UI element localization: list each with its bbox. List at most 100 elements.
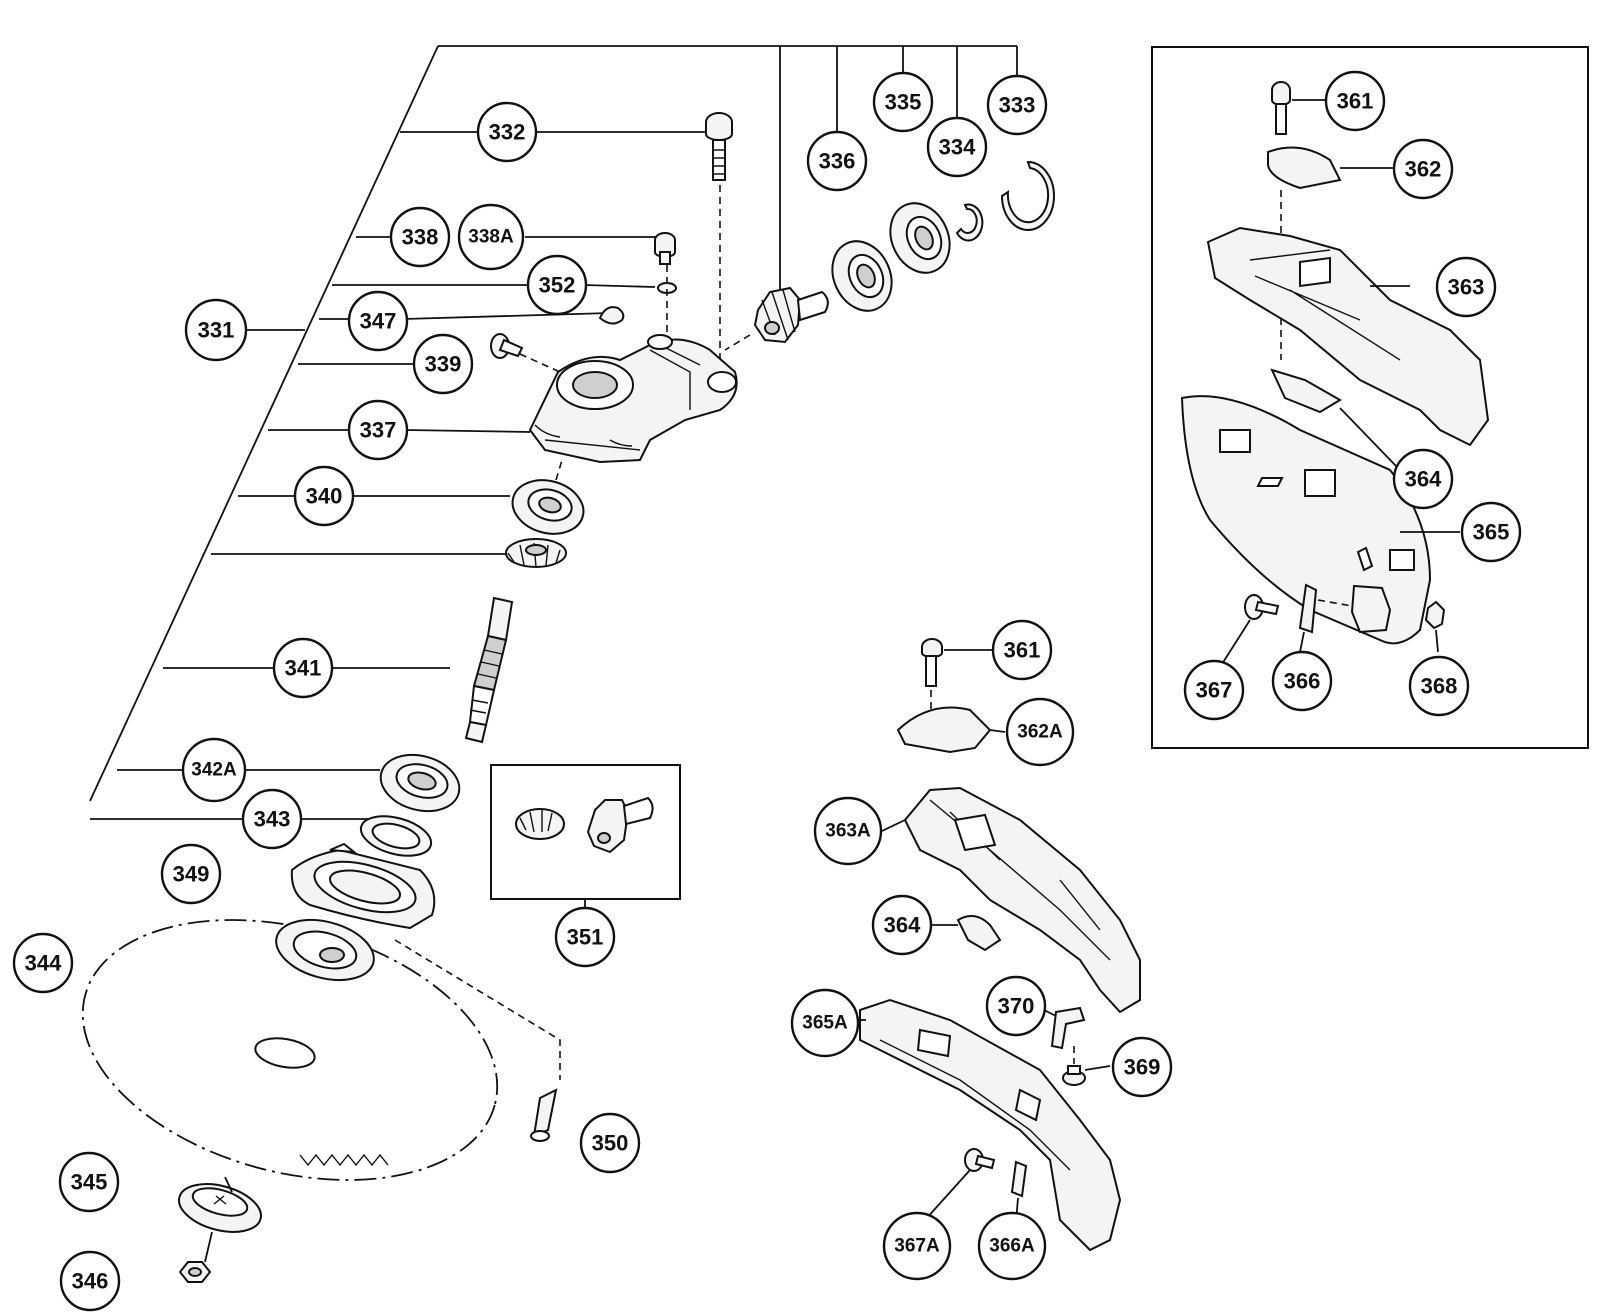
pinion-gear xyxy=(724,286,829,351)
callout-336: 336 xyxy=(806,130,868,192)
bearing-335 xyxy=(889,202,951,274)
callout-365: 365 xyxy=(1460,501,1522,563)
svg-text:331: 331 xyxy=(198,318,235,343)
ring-343 xyxy=(359,815,433,857)
callout-335: 335 xyxy=(872,71,934,133)
callout-338: 338 xyxy=(389,206,451,268)
callout-368: 368 xyxy=(1408,655,1470,717)
callout-366a: 366A xyxy=(977,1211,1047,1281)
gearbox-leader-tree xyxy=(89,45,1018,820)
svg-text:369: 369 xyxy=(1124,1055,1161,1080)
callout-361-inset: 361 xyxy=(1324,70,1386,132)
svg-text:337: 337 xyxy=(360,418,397,443)
cup-345 xyxy=(178,1176,262,1263)
callout-339: 339 xyxy=(412,333,474,395)
callout-347: 347 xyxy=(347,290,409,352)
svg-text:361: 361 xyxy=(1337,89,1374,114)
svg-text:332: 332 xyxy=(489,120,526,145)
blade-344 xyxy=(81,919,499,1181)
svg-text:370: 370 xyxy=(998,994,1035,1019)
svg-text:366A: 366A xyxy=(989,1236,1035,1257)
bearing-342a xyxy=(379,753,461,813)
callout-350: 350 xyxy=(579,1112,641,1174)
svg-text:368: 368 xyxy=(1421,674,1458,699)
svg-text:338A: 338A xyxy=(468,227,514,248)
callout-333: 333 xyxy=(986,74,1048,136)
callout-344: 344 xyxy=(12,932,74,994)
svg-text:336: 336 xyxy=(819,149,856,174)
callout-334: 334 xyxy=(926,116,988,178)
callout-363a: 363A xyxy=(813,796,883,866)
svg-text:364: 364 xyxy=(1405,467,1442,492)
callout-331: 331 xyxy=(184,298,248,362)
svg-text:333: 333 xyxy=(999,93,1036,118)
svg-text:363A: 363A xyxy=(825,821,871,842)
guard-inset-box xyxy=(1151,46,1589,749)
callout-364: 364 xyxy=(871,894,933,956)
svg-text:366: 366 xyxy=(1284,669,1321,694)
svg-text:346: 346 xyxy=(72,1269,109,1294)
bolt-338a xyxy=(654,232,676,265)
callout-361: 361 xyxy=(991,619,1053,681)
svg-text:342A: 342A xyxy=(191,760,237,781)
callout-345: 345 xyxy=(58,1151,120,1213)
callouts: 331 332 333 334 335 336 337 338 338A 339… xyxy=(12,70,1522,1312)
bearing-336 xyxy=(831,240,893,312)
svg-text:350: 350 xyxy=(592,1131,629,1156)
bearing-340 xyxy=(511,459,585,535)
svg-text:344: 344 xyxy=(25,951,62,976)
callout-341: 341 xyxy=(272,637,334,699)
callout-362a: 362A xyxy=(1005,697,1075,767)
svg-text:349: 349 xyxy=(173,862,210,887)
svg-text:367A: 367A xyxy=(894,1236,940,1257)
callout-337: 337 xyxy=(347,399,409,461)
svg-text:363: 363 xyxy=(1448,275,1485,300)
callout-366: 366 xyxy=(1271,650,1333,712)
bevel-gear xyxy=(505,538,567,568)
svg-text:340: 340 xyxy=(306,484,343,509)
svg-text:367: 367 xyxy=(1196,678,1233,703)
svg-text:364: 364 xyxy=(884,913,921,938)
screw-332 xyxy=(705,112,733,370)
callout-362: 362 xyxy=(1392,138,1454,200)
svg-text:352: 352 xyxy=(539,273,576,298)
plate-349 xyxy=(290,842,436,930)
svg-text:362A: 362A xyxy=(1017,722,1063,743)
callout-365a: 365A xyxy=(790,988,860,1058)
svg-text:345: 345 xyxy=(71,1170,108,1195)
pin-350 xyxy=(394,939,561,1142)
snap-ring-334 xyxy=(955,203,984,242)
svg-text:361: 361 xyxy=(1004,638,1041,663)
nut-346 xyxy=(178,1261,212,1283)
callout-352: 352 xyxy=(526,254,588,316)
callout-364-inset: 364 xyxy=(1392,448,1454,510)
callout-349: 349 xyxy=(160,843,222,905)
callout-370: 370 xyxy=(985,975,1047,1037)
guard-assembly-a xyxy=(858,638,1141,1252)
callout-367: 367 xyxy=(1183,659,1245,721)
callout-346: 346 xyxy=(59,1250,121,1312)
callout-367a: 367A xyxy=(882,1211,952,1281)
callout-342a: 342A xyxy=(181,737,247,803)
svg-text:365: 365 xyxy=(1473,520,1510,545)
circlip-333 xyxy=(1000,160,1055,231)
gearbox-assembly xyxy=(81,112,1055,1283)
svg-text:341: 341 xyxy=(285,656,322,681)
svg-text:343: 343 xyxy=(254,807,291,832)
svg-text:351: 351 xyxy=(567,925,604,950)
callout-332: 332 xyxy=(476,101,538,163)
svg-text:339: 339 xyxy=(425,352,462,377)
svg-text:365A: 365A xyxy=(802,1013,848,1034)
svg-text:334: 334 xyxy=(939,135,976,160)
svg-text:347: 347 xyxy=(360,309,397,334)
callout-369: 369 xyxy=(1111,1036,1173,1098)
callout-363: 363 xyxy=(1435,256,1497,318)
clip-347 xyxy=(598,306,625,325)
callout-343: 343 xyxy=(241,788,303,850)
bolt-339 xyxy=(490,333,561,373)
gear-set-box-351 xyxy=(490,764,681,907)
callout-338a: 338A xyxy=(457,203,525,271)
callout-340: 340 xyxy=(293,465,355,527)
callout-351: 351 xyxy=(554,906,616,968)
